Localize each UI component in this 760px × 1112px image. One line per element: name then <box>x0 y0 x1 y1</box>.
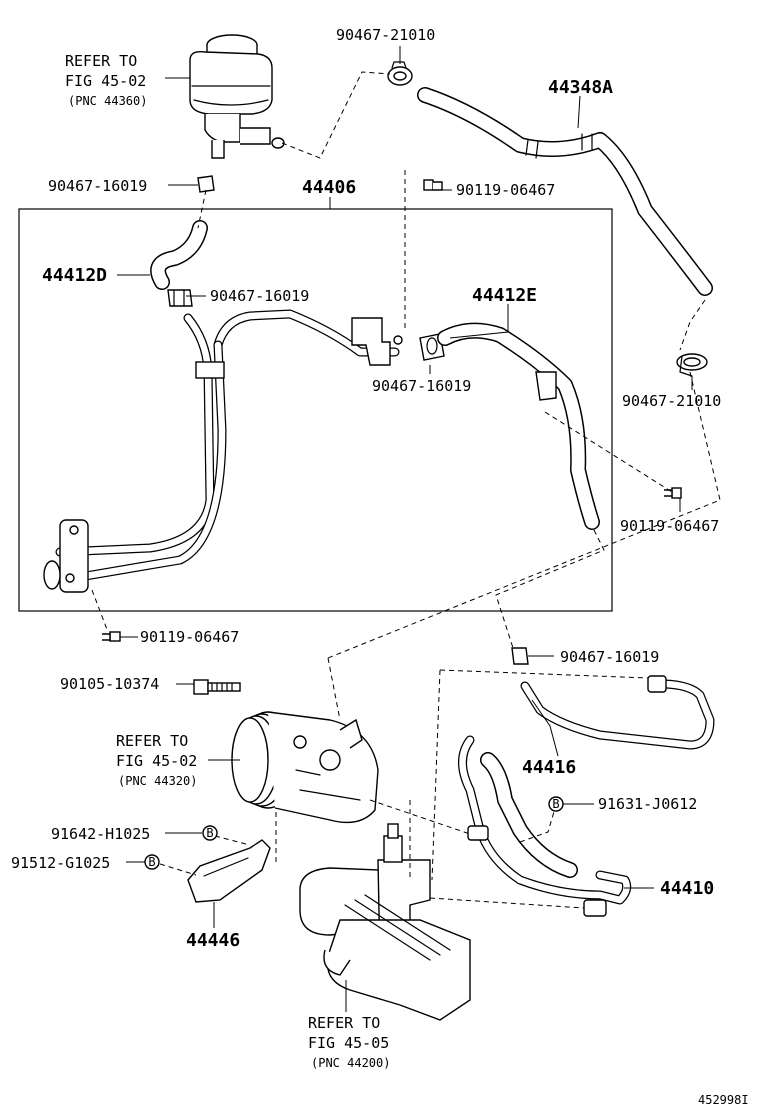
svg-text:B: B <box>148 855 155 869</box>
label-91642-H1025: 91642-H1025 <box>51 825 150 843</box>
label-91512-G1025: 91512-G1025 <box>11 854 110 872</box>
bracket-44446 <box>187 839 271 903</box>
marker-b-2: B <box>144 854 160 870</box>
label-90467-16019-d: 90467-16019 <box>560 648 659 666</box>
svg-text:B: B <box>206 826 213 840</box>
label-90467-16019-a: 90467-16019 <box>48 177 147 195</box>
label-90467-21010-right: 90467-21010 <box>622 392 721 410</box>
hose-clamp-top <box>387 61 413 86</box>
label-44416: 44416 <box>522 757 576 778</box>
bolt-90105-10374 <box>193 679 241 695</box>
tube-bracket <box>351 317 403 366</box>
label-44412E: 44412E <box>472 285 537 306</box>
cooler-tube-44406 <box>43 309 400 593</box>
label-44412D: 44412D <box>42 265 107 286</box>
label-90119-06467-c: 90119-06467 <box>140 628 239 646</box>
label-90105-10374: 90105-10374 <box>60 675 159 693</box>
ref-pump-line2: FIG 45-02 <box>116 752 197 770</box>
bolt-b <box>664 487 682 499</box>
steering-gear <box>299 823 471 1021</box>
return-hose-44348A <box>417 87 713 296</box>
figure-id: 452998I <box>698 1093 749 1107</box>
pressure-tube-44416 <box>520 675 715 750</box>
marker-b-3: B <box>548 796 564 812</box>
power-steering-pump <box>231 711 379 824</box>
ref-gear-line1: REFER TO <box>308 1014 380 1032</box>
ref-pump-line3: (PNC 44320) <box>118 774 197 788</box>
ref-reservoir-line3: (PNC 44360) <box>68 94 147 108</box>
hose-clip-d <box>511 647 529 665</box>
hose-clip-b <box>167 289 193 307</box>
return-tube-44410 <box>458 735 632 917</box>
label-91631-J0612: 91631-J0612 <box>598 795 697 813</box>
hose-clamp-right <box>676 353 708 377</box>
ref-gear-line2: FIG 45-05 <box>308 1034 389 1052</box>
label-90467-21010-top: 90467-21010 <box>336 26 435 44</box>
bolt-a <box>423 179 443 191</box>
label-44410: 44410 <box>660 878 714 899</box>
dashed-guides <box>91 71 721 909</box>
hose-clip-a <box>197 175 215 193</box>
label-44348A: 44348A <box>548 77 613 98</box>
label-44446: 44446 <box>186 930 240 951</box>
ref-reservoir-line1: REFER TO <box>65 52 137 70</box>
ref-pump-line1: REFER TO <box>116 732 188 750</box>
hose-44412E <box>437 322 600 530</box>
bolt-c <box>102 631 121 642</box>
marker-b-1: B <box>202 825 218 841</box>
label-90467-16019-b: 90467-16019 <box>210 287 309 305</box>
svg-text:B: B <box>552 797 559 811</box>
label-90119-06467-b: 90119-06467 <box>620 517 719 535</box>
label-90467-16019-c: 90467-16019 <box>372 377 471 395</box>
label-44406: 44406 <box>302 177 356 198</box>
reservoir-tank <box>189 34 285 159</box>
ref-reservoir-line2: FIG 45-02 <box>65 72 146 90</box>
leader-lines <box>117 46 693 1012</box>
label-90119-06467-a: 90119-06467 <box>456 181 555 199</box>
ref-gear-line3: (PNC 44200) <box>311 1056 390 1070</box>
hose-44412D <box>150 220 208 290</box>
assembly-box-44406 <box>18 208 613 612</box>
